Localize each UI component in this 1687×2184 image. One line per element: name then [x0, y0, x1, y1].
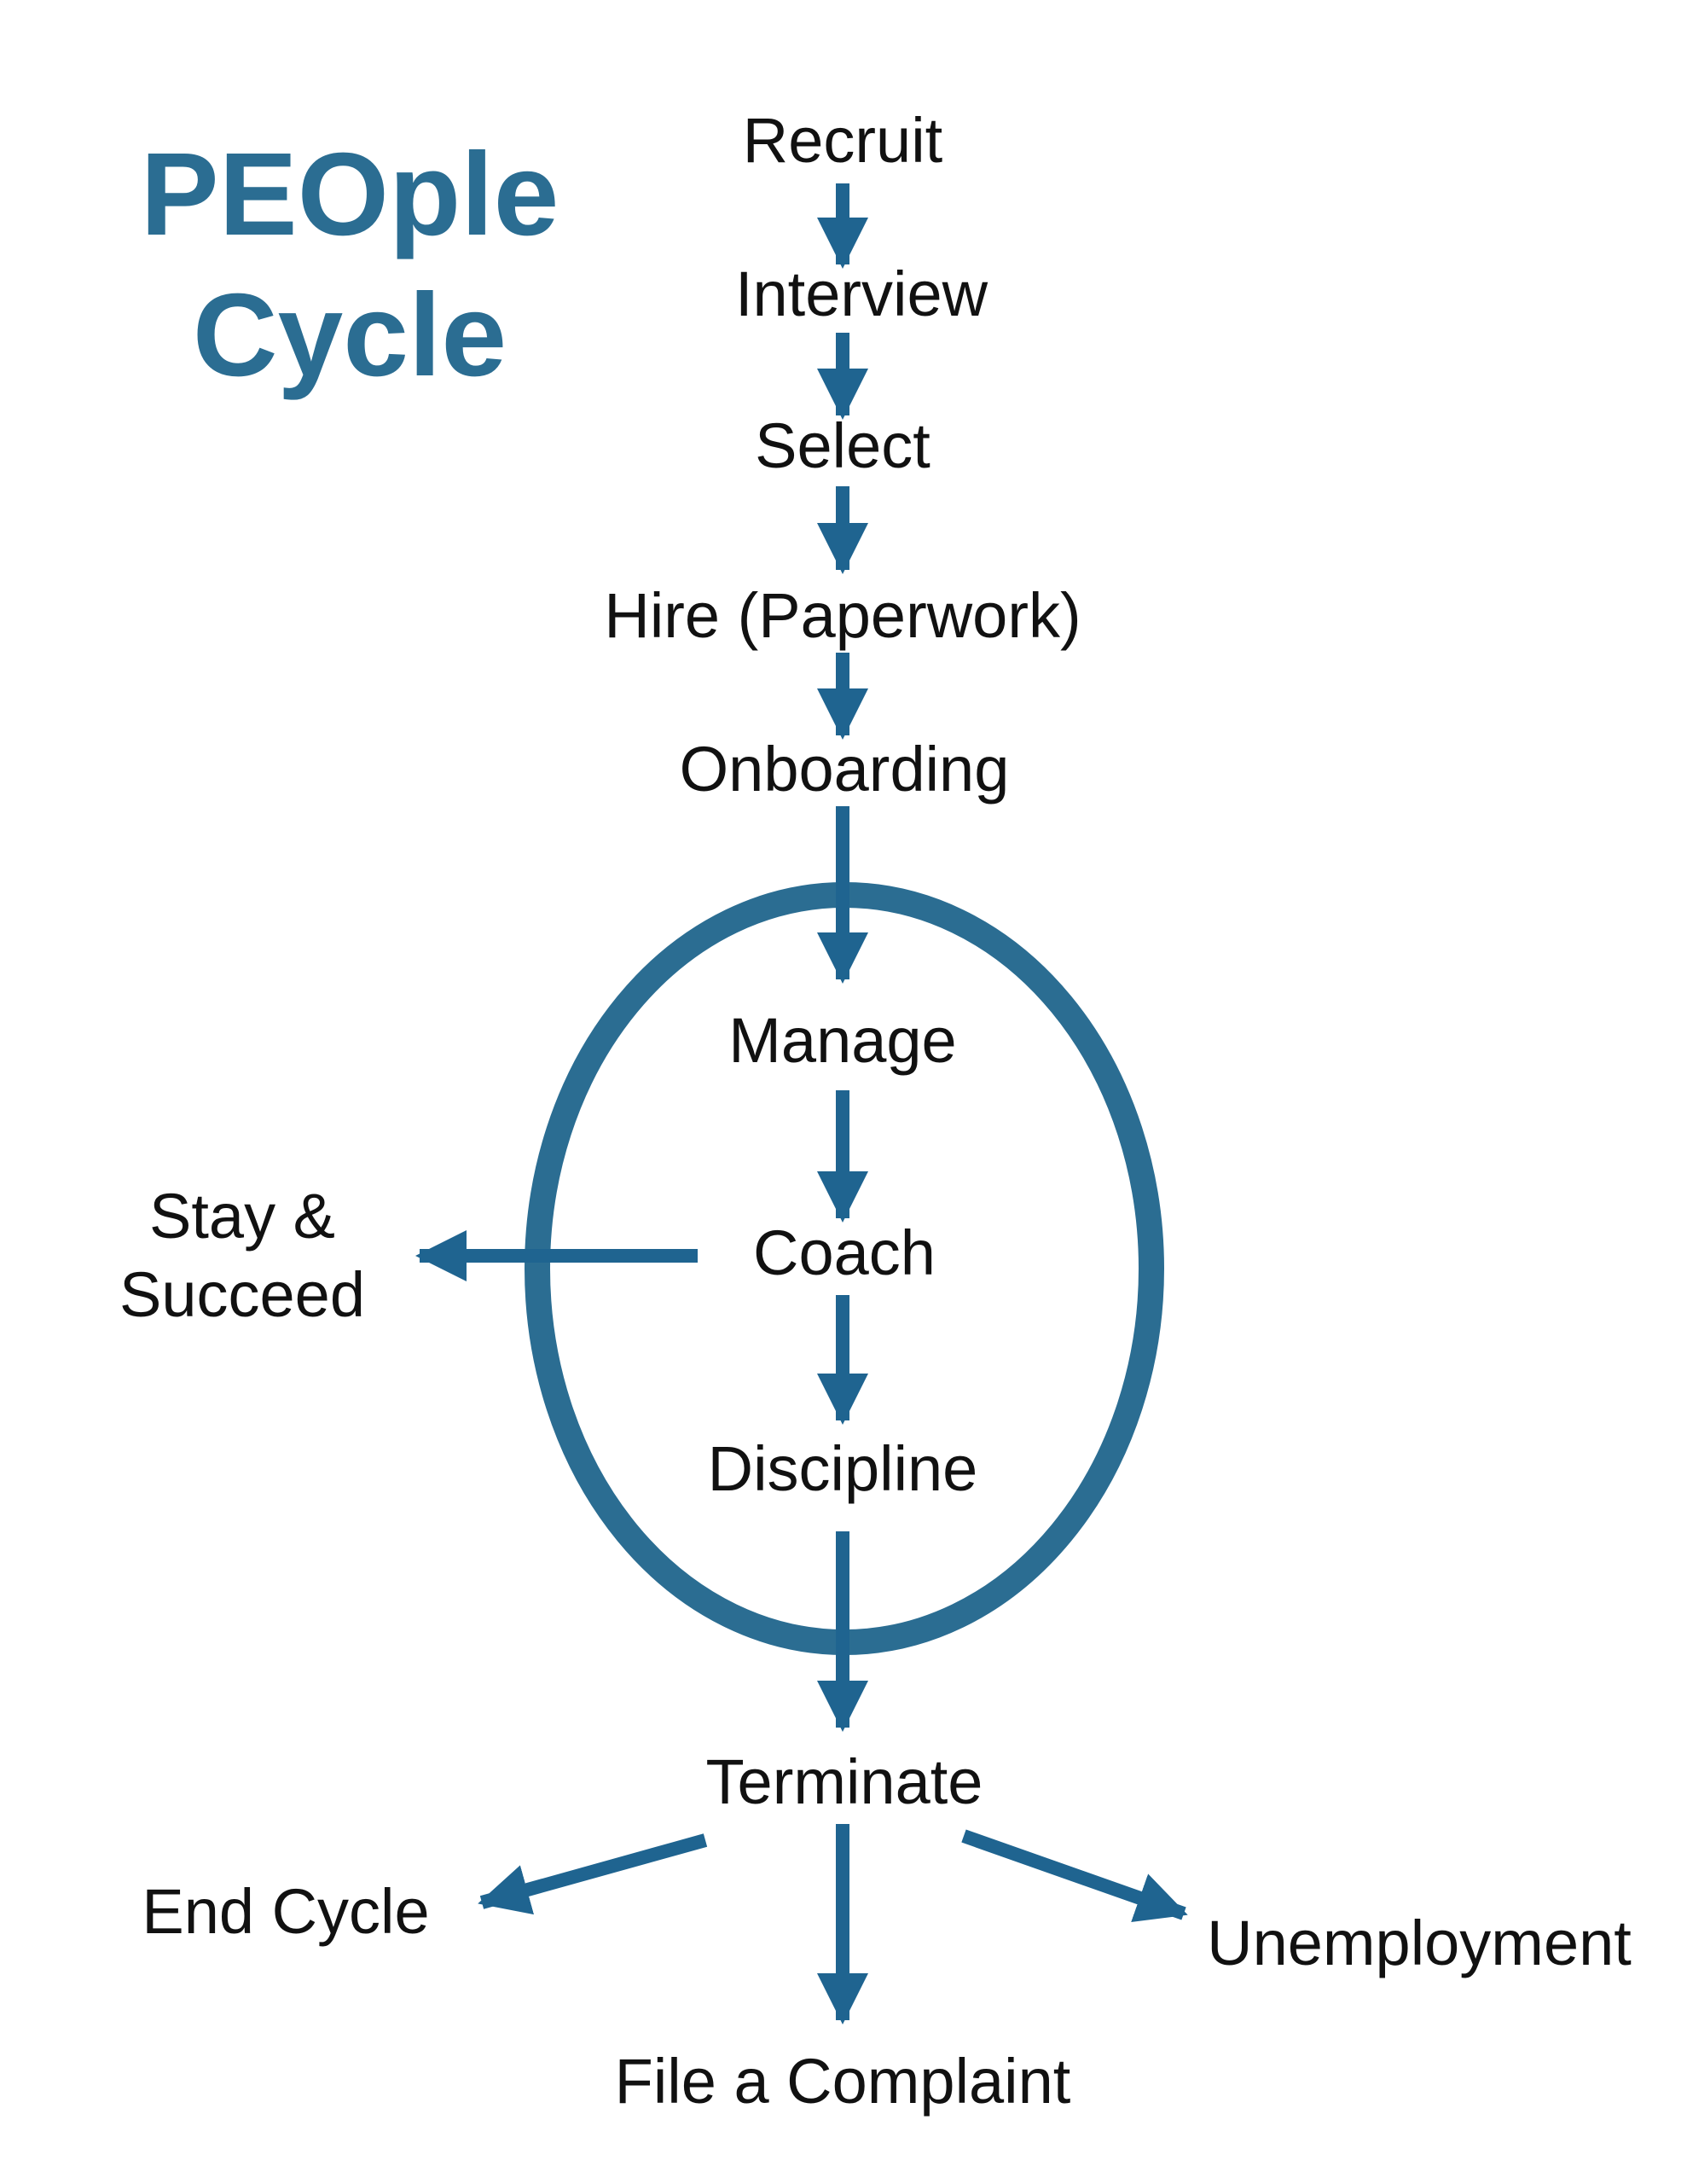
diagram-title-line2: Cycle [193, 270, 507, 401]
step-onboarding: Onboarding [680, 734, 1010, 804]
step-manage: Manage [728, 1005, 956, 1076]
step-discipline: Discipline [708, 1433, 978, 1504]
outcome-stay-line2: Succeed [119, 1259, 365, 1330]
outcome-file-complaint: File a Complaint [615, 2046, 1071, 2117]
step-interview: Interview [735, 258, 988, 329]
diagram-title-line1: PEOple [141, 129, 559, 260]
outcome-stay-line1: Stay & [149, 1181, 335, 1252]
outcome-unemployment: Unemployment [1207, 1908, 1632, 1978]
outcome-end-cycle: End Cycle [142, 1876, 429, 1947]
step-hire: Hire (Paperwork) [604, 580, 1081, 651]
step-terminate: Terminate [706, 1746, 983, 1817]
step-coach: Coach [753, 1217, 936, 1288]
step-recruit: Recruit [743, 105, 943, 176]
arrow-terminate-to-unemployment [961, 1829, 1188, 1922]
step-select: Select [755, 410, 930, 481]
arrow-terminate-to-end-cycle [478, 1833, 708, 1915]
